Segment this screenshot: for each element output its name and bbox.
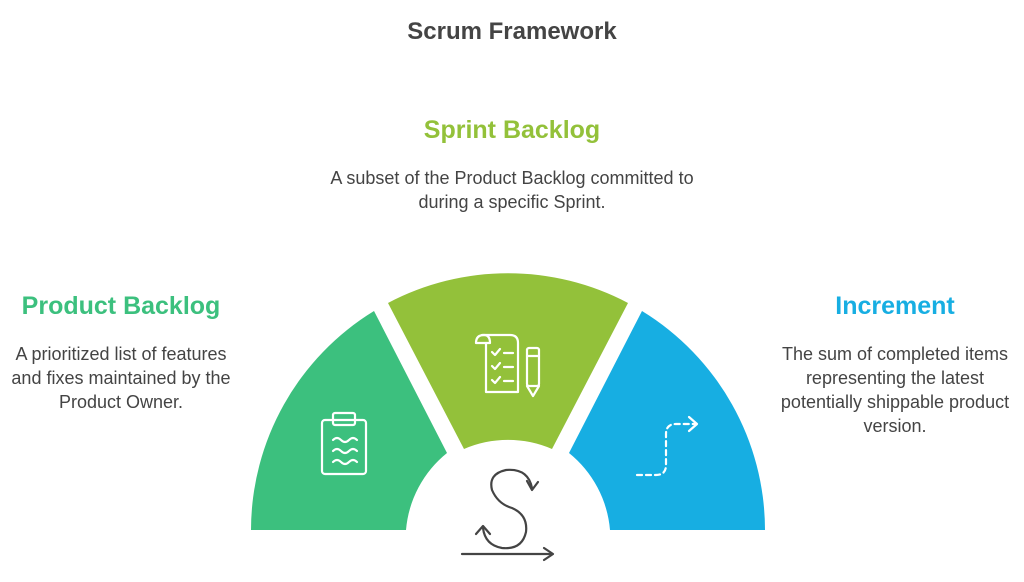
sprint-backlog-heading: Sprint Backlog: [423, 116, 601, 144]
sprint-backlog-segment: [388, 273, 628, 449]
increment-segment: [569, 311, 765, 530]
arrow-path-icon: [635, 415, 699, 477]
diagram-title: Scrum Framework: [407, 18, 617, 45]
increment-description: The sum of completed items representing …: [780, 344, 1010, 436]
clipboard-icon: [320, 411, 368, 476]
sprint-backlog-description: A subset of the Product Backlog committe…: [330, 168, 694, 212]
checklist-pen-icon: [474, 333, 541, 398]
scrum-cycle-icon: [460, 468, 555, 562]
product-backlog-heading: Product Backlog: [21, 292, 221, 320]
product-backlog-description: A prioritized list of features and fixes…: [11, 344, 231, 412]
increment-heading: Increment: [835, 292, 955, 320]
